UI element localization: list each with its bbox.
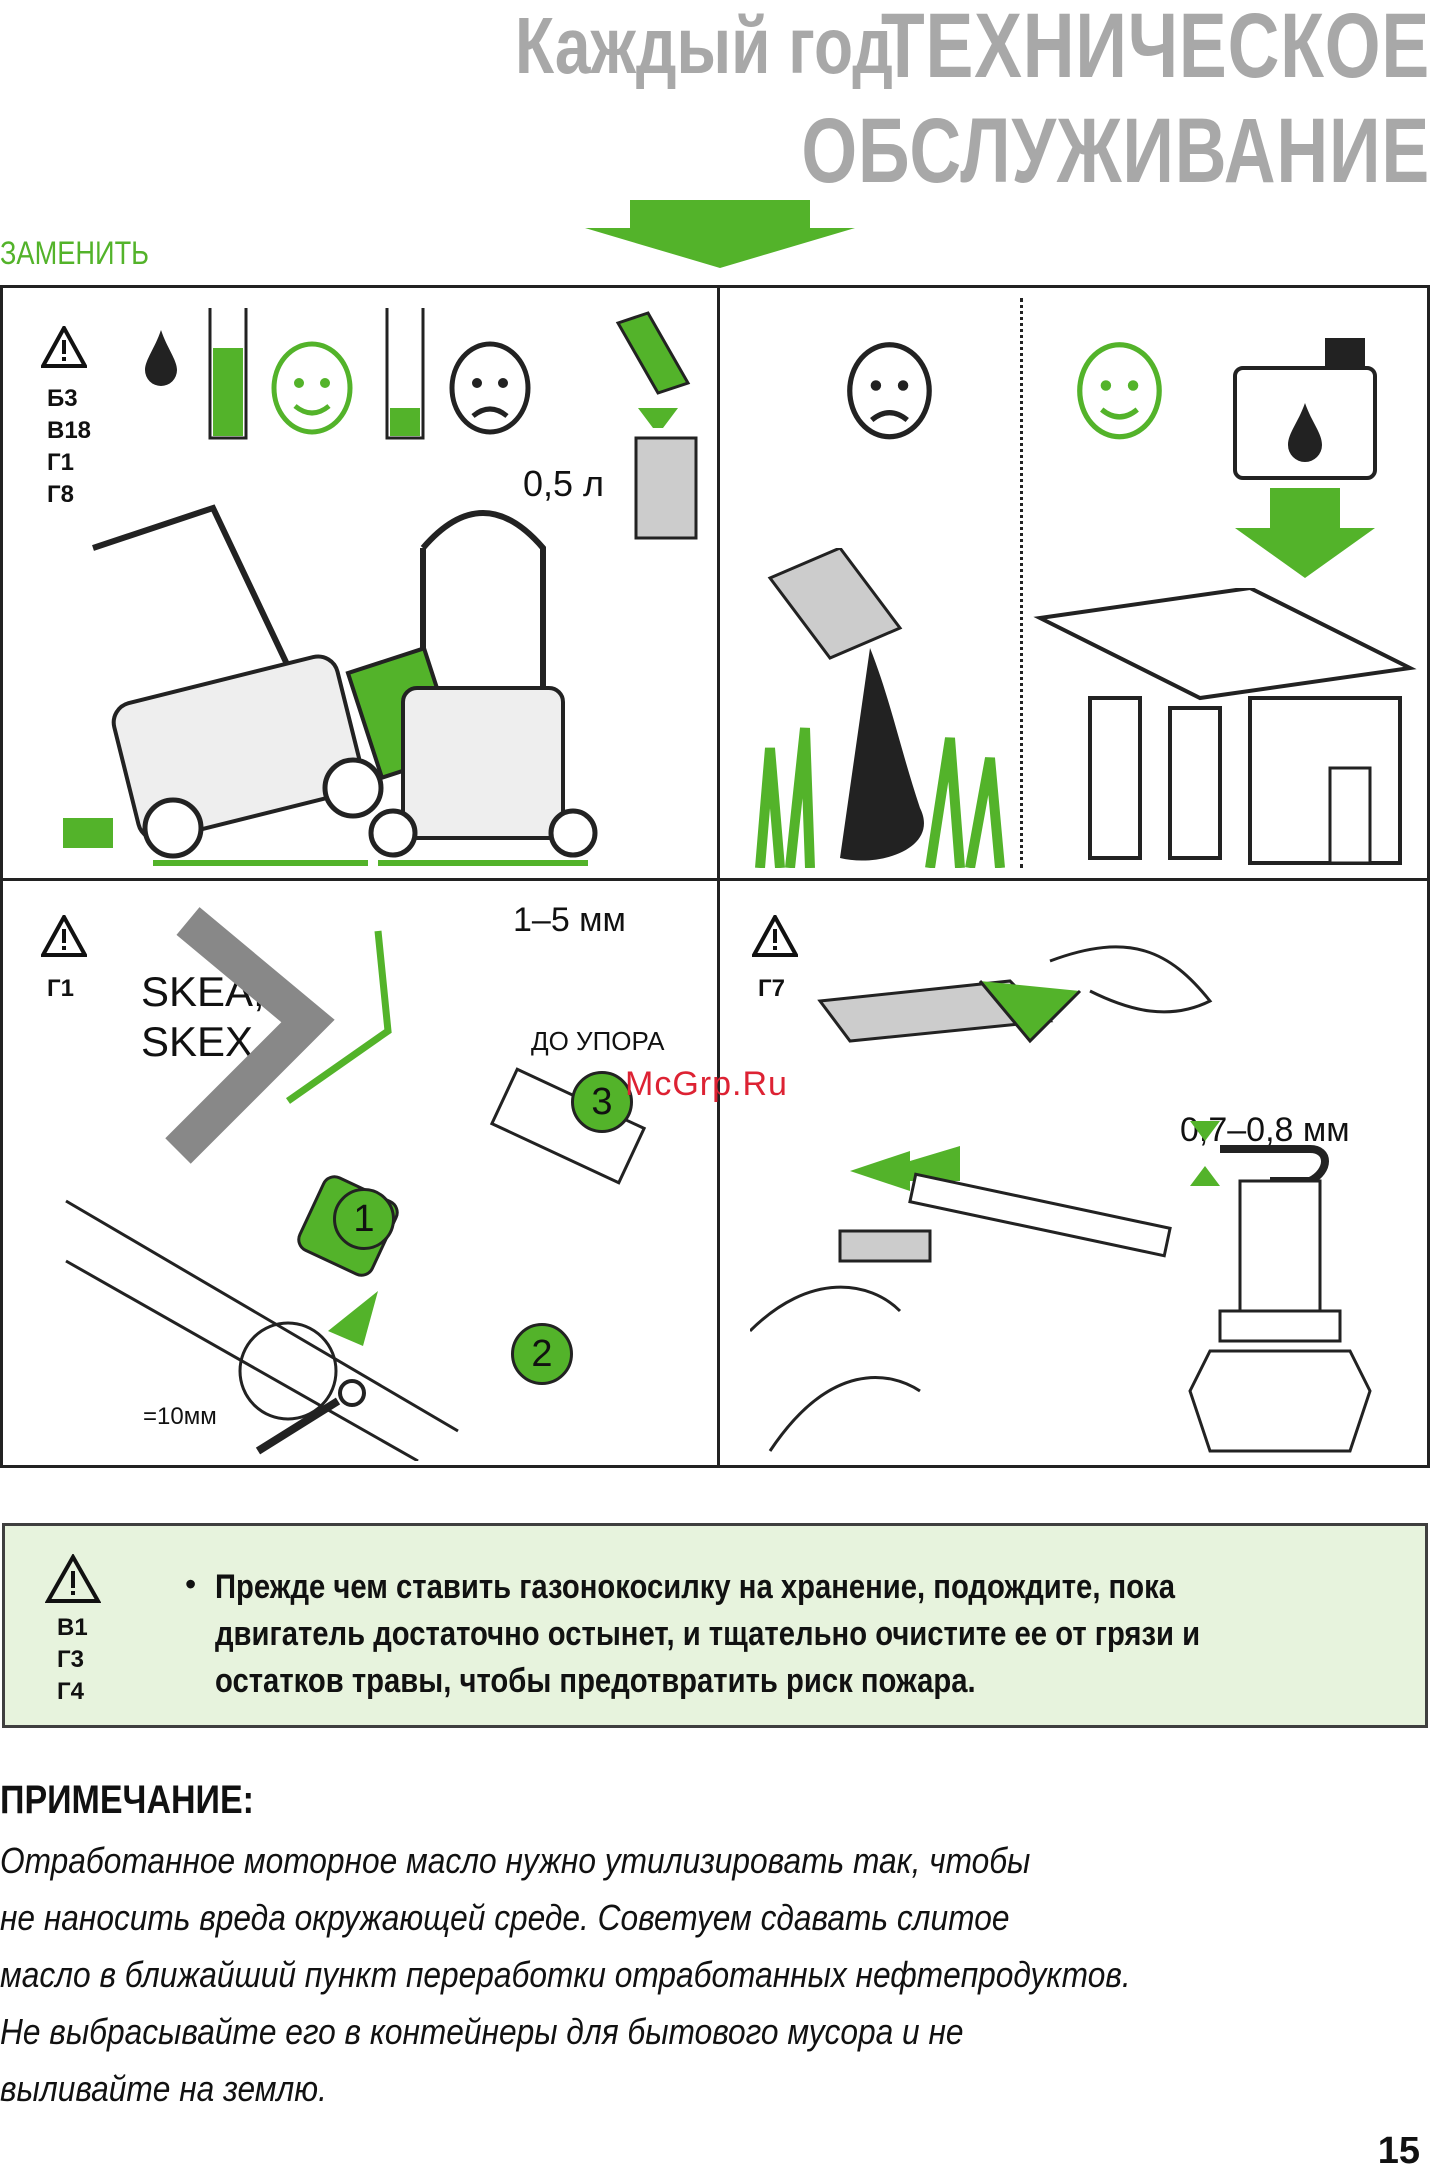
code: Г7 bbox=[758, 975, 785, 1002]
instruction-grid: Б3 В18 Г1 Г8 0,5 л bbox=[0, 285, 1430, 1468]
bullet-icon: • bbox=[185, 1566, 197, 1602]
spark-plug-illustration bbox=[750, 945, 1372, 1453]
step-2-badge: 2 bbox=[511, 1323, 573, 1385]
lawnmower-illustration bbox=[63, 504, 598, 866]
code: Г1 bbox=[47, 975, 74, 1002]
action-label: ЗАМЕНИТЬ bbox=[0, 235, 150, 271]
code: Г3 bbox=[57, 1646, 84, 1673]
watermark: McGrp.Ru bbox=[625, 1065, 788, 1103]
panel-spark-plug: Г7 0,7–0,8 мм bbox=[720, 881, 1430, 1465]
note-line: не наносить вреда окружающей среде. Сове… bbox=[0, 1897, 1010, 1938]
code: Г1 bbox=[47, 449, 74, 476]
code: Б3 bbox=[47, 385, 78, 412]
note-line: масло в ближайший пункт переработки отра… bbox=[0, 1954, 1131, 1995]
blade-clearance: 1–5 мм bbox=[513, 901, 626, 939]
warning-icon bbox=[41, 326, 87, 368]
panel-blade: Г1 SKEA, SKEX 1–5 мм ДО УПОРА 1 2 3 =10м… bbox=[3, 881, 717, 1465]
pouring-on-grass-illustration bbox=[755, 548, 1005, 868]
blade-assembly-illustration bbox=[65, 907, 647, 1461]
down-arrow-icon bbox=[1235, 488, 1375, 578]
note-line: выливайте на землю. bbox=[0, 2068, 327, 2109]
note-line: Отработанное моторное масло нужно утилиз… bbox=[0, 1840, 1031, 1881]
gas-station-illustration bbox=[1033, 588, 1417, 865]
panel-oil-disposal bbox=[720, 288, 1430, 878]
oil-drop-icon bbox=[145, 330, 177, 386]
page-subtitle: Каждый год bbox=[515, 1, 893, 90]
blade-model: SKEA, SKEX bbox=[141, 968, 265, 1065]
sad-face-icon bbox=[449, 341, 531, 435]
down-arrow-icon bbox=[585, 200, 855, 268]
warning-icon bbox=[45, 1554, 101, 1603]
code: В1 bbox=[57, 1614, 88, 1641]
warning-icon bbox=[752, 915, 798, 957]
note-line: Не выбрасывайте его в контейнеры для быт… bbox=[0, 2011, 964, 2052]
note-text: Отработанное моторное масло нужно утилиз… bbox=[0, 1832, 1408, 2117]
happy-face-icon bbox=[271, 341, 353, 435]
code: Г8 bbox=[47, 481, 74, 508]
oil-canister-icon bbox=[1233, 338, 1377, 480]
code: Г4 bbox=[57, 1678, 84, 1705]
dipstick-low-icon bbox=[385, 308, 425, 440]
note-heading: ПРИМЕЧАНИЕ: bbox=[0, 1778, 254, 1822]
stop-label: ДО УПОРА bbox=[531, 1026, 665, 1056]
code: В18 bbox=[47, 417, 92, 444]
wrench-size: =10мм bbox=[143, 1403, 217, 1430]
step-3-badge: 3 bbox=[571, 1071, 633, 1133]
page-number: 15 bbox=[1377, 2130, 1420, 2172]
sad-face-icon bbox=[847, 342, 932, 440]
happy-face-icon bbox=[1077, 342, 1162, 440]
warning-icon bbox=[41, 915, 87, 957]
dipstick-full-icon bbox=[208, 308, 248, 440]
panel-oil-change: Б3 В18 Г1 Г8 0,5 л bbox=[3, 288, 717, 878]
oil-volume: 0,5 л bbox=[523, 463, 605, 504]
step-1-badge: 1 bbox=[333, 1188, 395, 1250]
warning-text: Прежде чем ставить газонокосилку на хран… bbox=[215, 1568, 1201, 1700]
page-title: ТЕХНИЧЕСКОЕ ОБСЛУЖИВАНИЕ bbox=[801, 0, 1430, 202]
storage-warning-box: В1 Г3 Г4 • Прежде чем ставить газонокоси… bbox=[2, 1523, 1428, 1728]
oil-can-icon bbox=[615, 311, 698, 540]
